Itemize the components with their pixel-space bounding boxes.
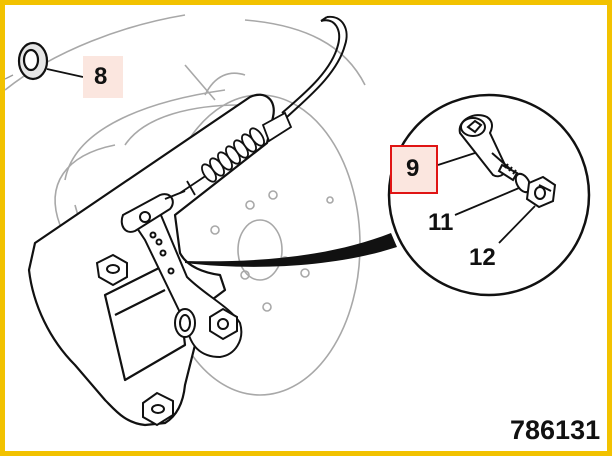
part-number-12: 12 bbox=[469, 244, 496, 271]
nut-icon bbox=[525, 175, 557, 209]
part-number-11: 11 bbox=[428, 209, 454, 236]
bolt-icon bbox=[458, 114, 519, 182]
detail-magnifier bbox=[387, 93, 591, 297]
part-number-8: 8 bbox=[94, 63, 108, 90]
callout-part-9-highlighted: 9 bbox=[390, 145, 438, 194]
spring-icon bbox=[179, 111, 293, 196]
leader-lines bbox=[437, 152, 536, 244]
washer-icon bbox=[5, 41, 49, 81]
cable-clevis bbox=[120, 190, 186, 233]
brake-assembly-drawing bbox=[5, 14, 591, 427]
part-number-9: 9 bbox=[406, 155, 420, 182]
bolt-icon bbox=[95, 253, 238, 427]
detail-pointer bbox=[185, 233, 397, 267]
brake-cable bbox=[281, 15, 348, 118]
leader-8 bbox=[46, 68, 84, 78]
figure-number: 786131 bbox=[510, 415, 601, 445]
callout-part-8: 8 bbox=[83, 56, 123, 98]
